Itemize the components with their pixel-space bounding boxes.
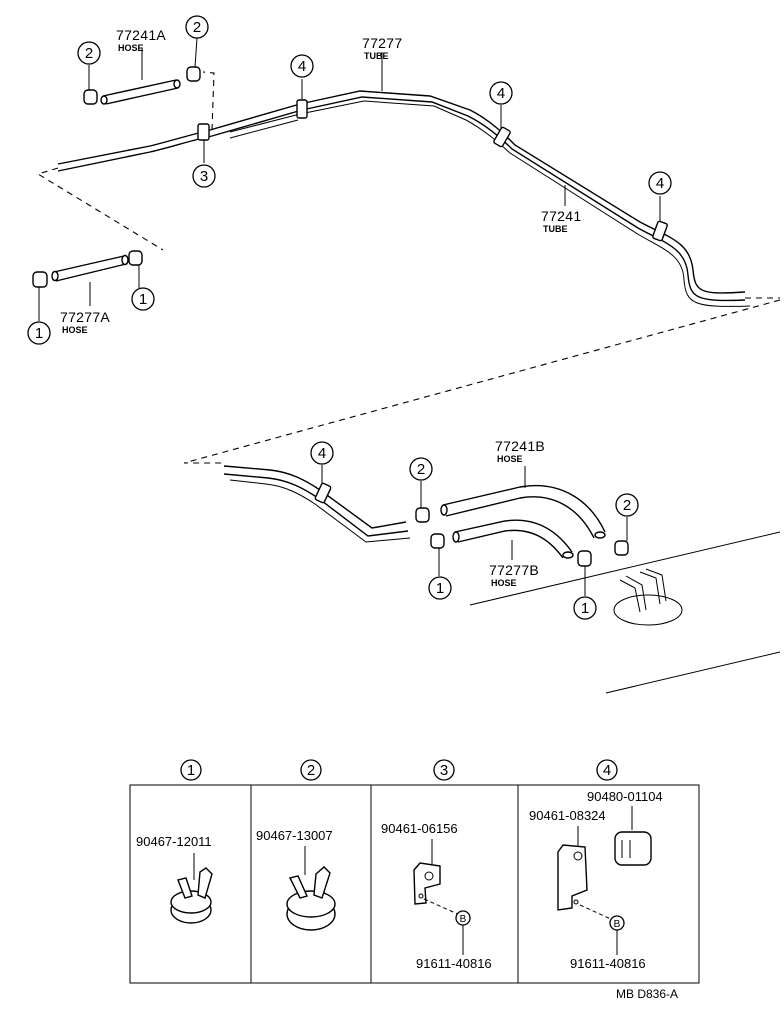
label-77241A-type: HOSE bbox=[118, 43, 144, 53]
callout-4-lower: 4 bbox=[310, 441, 334, 465]
callout-1-lower-left: 1 bbox=[428, 576, 452, 600]
part-number-90480-01104: 90480-01104 bbox=[587, 789, 663, 804]
hose-77241B bbox=[442, 485, 606, 539]
tube-clip bbox=[314, 482, 332, 504]
svg-text:B: B bbox=[614, 919, 621, 930]
svg-text:1: 1 bbox=[581, 600, 589, 617]
upper-assembly: 2 2 3 4 4 4 1 1 77241A bbox=[27, 15, 780, 345]
svg-text:B: B bbox=[460, 914, 467, 925]
svg-text:4: 4 bbox=[318, 445, 326, 462]
callout-1-lower-right: 1 bbox=[573, 596, 597, 620]
svg-text:3: 3 bbox=[200, 168, 208, 185]
dashed-leader-clamp bbox=[202, 71, 215, 131]
table-header-3: 3 bbox=[433, 759, 455, 781]
hose-clamp-icon bbox=[286, 846, 336, 931]
table-header-4: 4 bbox=[596, 759, 618, 781]
svg-text:1: 1 bbox=[187, 762, 195, 779]
table-header-1: 1 bbox=[180, 759, 202, 781]
dashed-leader-middle bbox=[183, 299, 781, 464]
part-number-91611-40816-col4: 91611-40816 bbox=[570, 956, 646, 971]
callout-b-col3: B bbox=[455, 910, 471, 926]
label-77277-type: TUBE bbox=[364, 51, 389, 61]
callout-b-col4: B bbox=[609, 915, 625, 931]
part-number-90467-12011: 90467-12011 bbox=[136, 834, 212, 849]
svg-text:1: 1 bbox=[436, 580, 444, 597]
table-header-2: 2 bbox=[300, 759, 322, 781]
tube-clip bbox=[652, 220, 668, 242]
hose-clamp bbox=[430, 533, 445, 549]
hose-clamp bbox=[415, 507, 430, 523]
parts-table: 1 2 3 4 90467-12011 90467-13007 bbox=[129, 759, 700, 984]
hose-clamp bbox=[128, 250, 143, 266]
hose-77277B bbox=[454, 519, 573, 559]
svg-text:3: 3 bbox=[440, 762, 448, 779]
label-77241B: 77241B bbox=[495, 438, 545, 454]
hose-77277A bbox=[51, 254, 129, 282]
tube-bundle-upper bbox=[57, 90, 751, 307]
callout-1-upper-right: 1 bbox=[131, 287, 155, 311]
label-77241A: 77241A bbox=[116, 27, 166, 43]
svg-text:2: 2 bbox=[623, 497, 631, 514]
svg-text:2: 2 bbox=[193, 19, 201, 36]
label-77241B-type: HOSE bbox=[497, 454, 523, 464]
callout-4-upper-a: 4 bbox=[290, 54, 314, 78]
label-77241: 77241 bbox=[541, 208, 581, 224]
label-77277A: 77277A bbox=[60, 309, 110, 325]
svg-text:2: 2 bbox=[417, 461, 425, 478]
tube-clip bbox=[296, 99, 308, 119]
tube-clip bbox=[493, 126, 511, 148]
callout-2-lower-left: 2 bbox=[409, 457, 433, 481]
dashed-leader-upper bbox=[36, 167, 164, 251]
hose-77241A bbox=[100, 79, 181, 105]
svg-text:4: 4 bbox=[656, 175, 664, 192]
callout-4-upper-b: 4 bbox=[489, 81, 513, 105]
svg-text:1: 1 bbox=[35, 325, 43, 342]
callout-3-upper: 3 bbox=[192, 164, 216, 188]
tube-clamp-icon bbox=[413, 839, 461, 916]
lower-assembly: 4 2 2 1 1 77241B HOSE 77277B HOSE bbox=[223, 438, 781, 694]
part-number-90467-13007: 90467-13007 bbox=[256, 828, 333, 843]
hose-clamp-icon bbox=[170, 853, 213, 924]
part-number-90461-08324: 90461-08324 bbox=[529, 808, 606, 823]
label-77277A-type: HOSE bbox=[62, 325, 88, 335]
callout-1-upper-left: 1 bbox=[27, 321, 51, 345]
label-77277: 77277 bbox=[362, 35, 402, 51]
tube-bundle-lower bbox=[223, 465, 411, 543]
callout-2-lower-right: 2 bbox=[615, 493, 639, 517]
svg-text:4: 4 bbox=[497, 85, 505, 102]
tube-clip-icon bbox=[557, 806, 652, 921]
svg-text:4: 4 bbox=[603, 762, 611, 779]
pump-flange bbox=[613, 568, 683, 626]
drawing-code: MB D836-A bbox=[616, 987, 678, 1001]
hose-clamp bbox=[32, 271, 48, 288]
label-77241-type: TUBE bbox=[543, 224, 568, 234]
part-number-91611-40816-col3: 91611-40816 bbox=[416, 956, 492, 971]
body-outline bbox=[469, 531, 781, 694]
svg-text:1: 1 bbox=[139, 291, 147, 308]
callout-4-upper-c: 4 bbox=[648, 171, 672, 195]
label-77277B: 77277B bbox=[489, 562, 539, 578]
hose-clamp bbox=[577, 550, 592, 567]
hose-clamp bbox=[614, 540, 629, 556]
hose-clamp bbox=[83, 89, 98, 105]
svg-text:2: 2 bbox=[85, 45, 93, 62]
callout-2-top-right: 2 bbox=[185, 15, 209, 39]
svg-text:2: 2 bbox=[307, 762, 315, 779]
label-77277B-type: HOSE bbox=[491, 578, 517, 588]
svg-text:4: 4 bbox=[298, 58, 306, 75]
callout-2-top-left: 2 bbox=[77, 41, 101, 65]
part-number-90461-06156: 90461-06156 bbox=[381, 821, 458, 836]
hose-clamp bbox=[186, 66, 201, 82]
tube-clamp bbox=[197, 123, 210, 141]
